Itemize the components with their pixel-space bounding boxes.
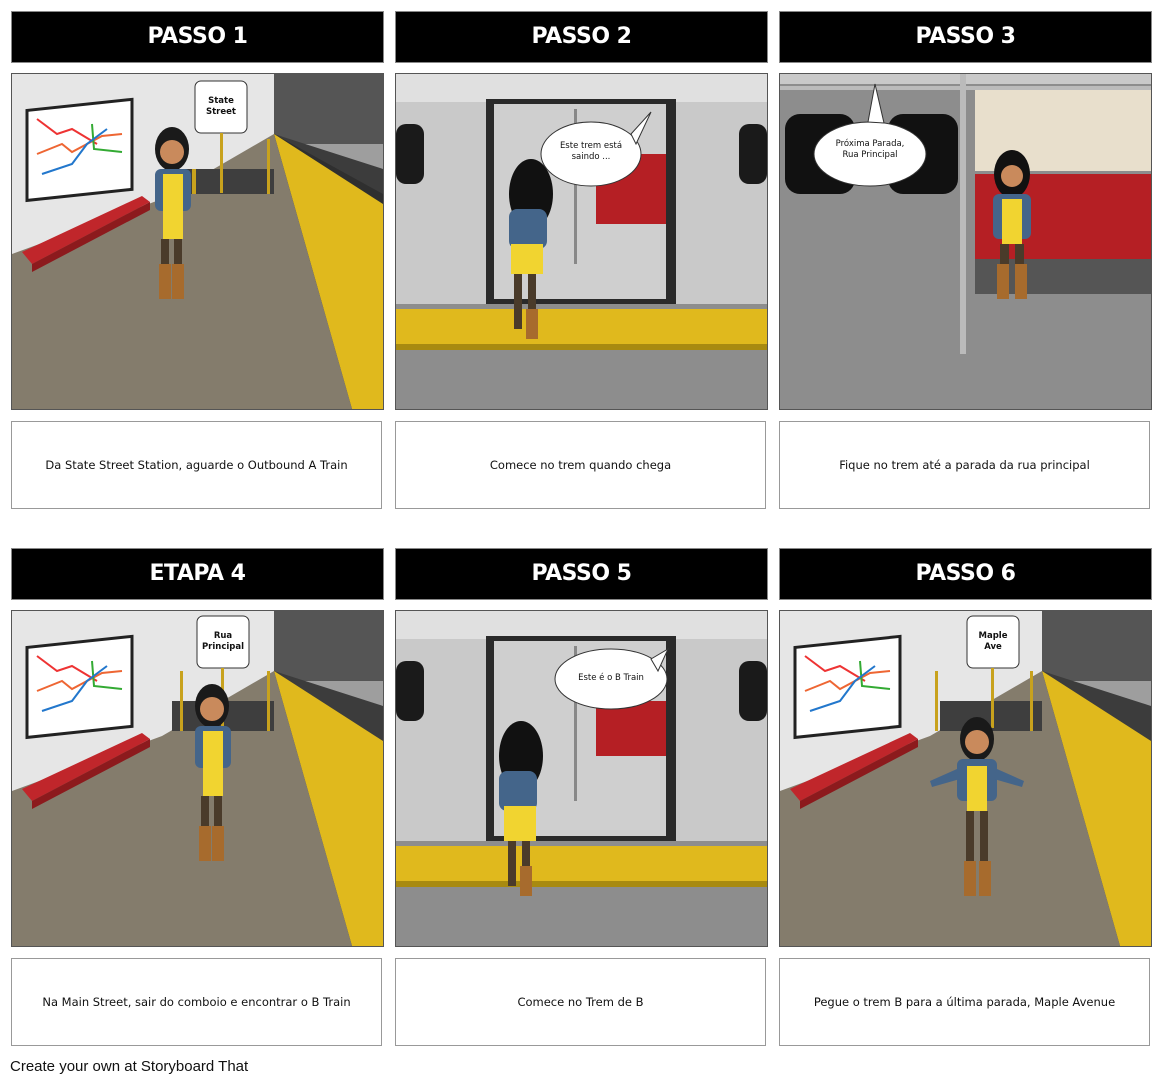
girl-figure-shrugging <box>930 717 1024 896</box>
girl-figure <box>155 127 191 299</box>
panel-title: PASSO 6 <box>779 548 1152 600</box>
platform-illustration <box>12 611 383 946</box>
girl-back-figure <box>509 159 553 339</box>
speech-bubble: Próxima Parada,Rua Principal <box>835 139 905 160</box>
panel-description: Fique no trem até a parada da rua princi… <box>779 421 1150 509</box>
scene-train-door: Este é o B Train <box>395 610 768 947</box>
footer-credit[interactable]: Create your own at Storyboard That <box>10 1058 249 1075</box>
girl-figure-standing <box>993 150 1031 299</box>
scene-train-interior: Próxima Parada,Rua Principal <box>779 73 1152 410</box>
panel-description: Pegue o trem B para a última parada, Map… <box>779 958 1150 1046</box>
platform-illustration <box>12 74 383 409</box>
train-door-illustration <box>396 74 767 409</box>
panel-title: PASSO 1 <box>11 11 384 63</box>
girl-figure <box>195 684 231 861</box>
panel-title: PASSO 2 <box>395 11 768 63</box>
panel-description: Comece no trem quando chega <box>395 421 766 509</box>
train-interior-illustration <box>780 74 1151 409</box>
panel-description: Comece no Trem de B <box>395 958 766 1046</box>
platform-illustration <box>780 611 1151 946</box>
panel-title: PASSO 5 <box>395 548 768 600</box>
panel-title: PASSO 3 <box>779 11 1152 63</box>
train-door-illustration <box>396 611 767 946</box>
panel-title: ETAPA 4 <box>11 548 384 600</box>
panel-description: Da State Street Station, aguarde o Outbo… <box>11 421 382 509</box>
speech-bubble: Este é o B Train <box>578 673 644 683</box>
girl-back-figure <box>499 721 543 896</box>
panel-description: Na Main Street, sair do comboio e encont… <box>11 958 382 1046</box>
